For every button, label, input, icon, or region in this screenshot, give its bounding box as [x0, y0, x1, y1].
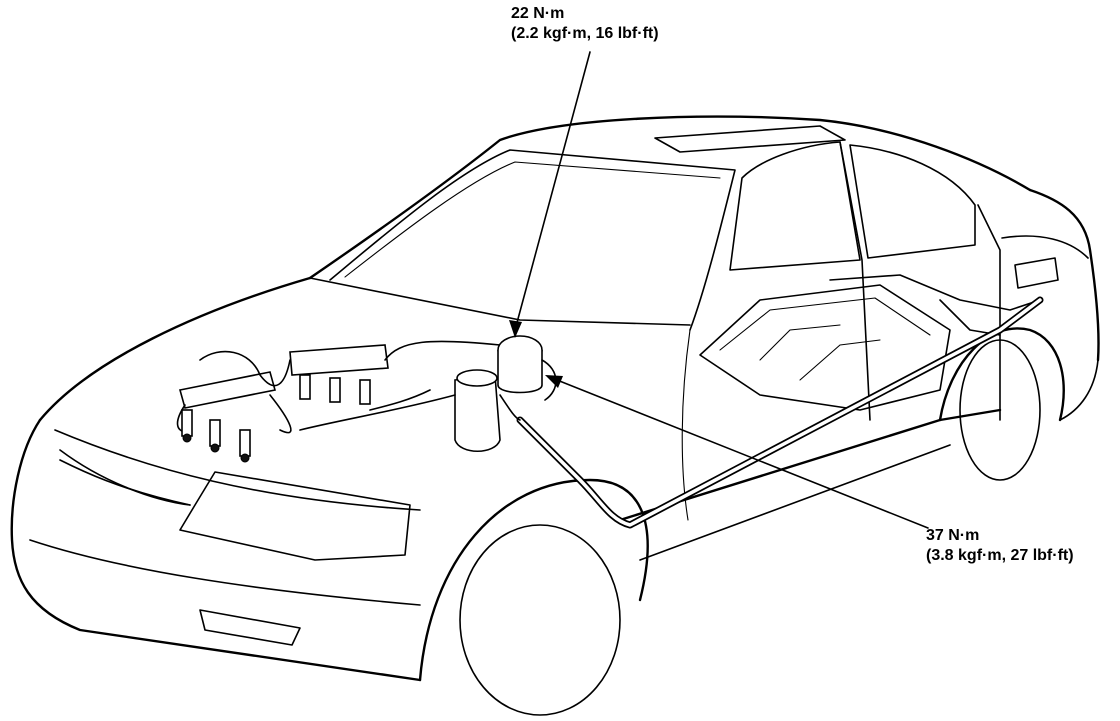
torque-callout-banjo-bolt: 37 N·m (3.8 kgf·m, 27 lbf·ft): [926, 526, 1074, 566]
callout-leaders: [509, 51, 929, 529]
fuel-rail: [176, 340, 501, 463]
torque-value: 22 N·m: [511, 5, 565, 22]
fuel-lines: [299, 296, 1044, 529]
torque-conversion: (3.8 kgf·m, 27 lbf·ft): [926, 547, 1074, 564]
torque-conversion: (2.2 kgf·m, 16 lbf·ft): [511, 25, 659, 42]
car-body: [10, 115, 1100, 716]
fuel-filter-assembly: [369, 335, 557, 452]
fuel-tank: [699, 257, 1059, 411]
leader-line-top: [514, 51, 591, 331]
leader-line-bottom: [551, 377, 929, 529]
torque-value: 37 N·m: [926, 527, 980, 544]
arrowhead-top: [509, 320, 522, 338]
torque-callout-filter-bolt: 22 N·m (2.2 kgf·m, 16 lbf·ft): [511, 4, 659, 44]
arrowhead-bottom: [545, 375, 563, 388]
